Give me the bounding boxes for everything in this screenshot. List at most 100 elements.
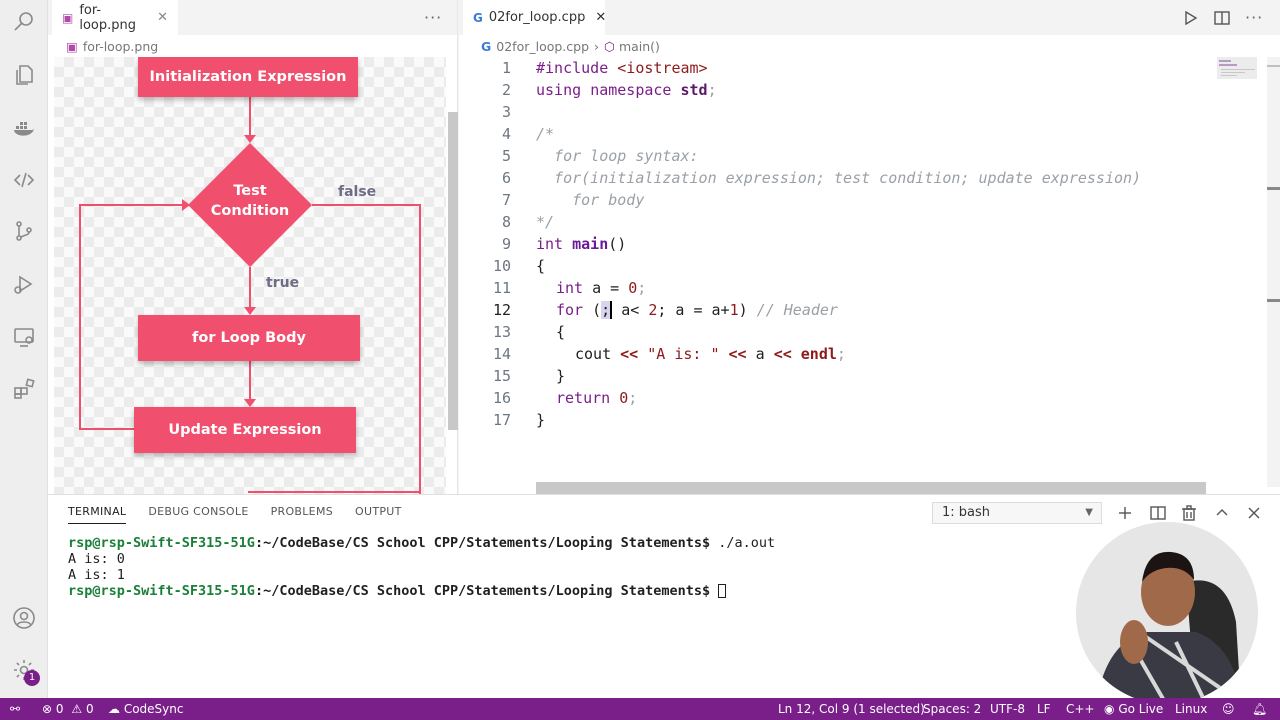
line-number: 4 xyxy=(501,125,511,143)
tab-label: for-loop.png xyxy=(79,2,136,33)
line-number: 6 xyxy=(501,169,511,187)
eol-status[interactable]: LF xyxy=(1037,702,1051,716)
tab-debug-console[interactable]: DEBUG CONSOLE xyxy=(148,505,249,518)
chevron-up-icon[interactable] xyxy=(1213,504,1231,522)
terminal-line: rsp@rsp-Swift-SF315-51G:~/CodeBase/CS Sc… xyxy=(68,583,775,599)
token: 2 xyxy=(648,301,658,319)
settings-badge: 1 xyxy=(24,670,40,686)
tab-02for-loop-cpp[interactable]: G 02for_loop.cpp ✕ xyxy=(463,0,607,35)
problems-status[interactable]: ⊗ 0 ⚠ 0 xyxy=(42,698,94,720)
account-icon[interactable] xyxy=(12,606,36,630)
split-terminal-icon[interactable] xyxy=(1149,504,1167,522)
tab-for-loop-png[interactable]: ▣ for-loop.png ✕ xyxy=(52,0,178,35)
line-number: 2 xyxy=(501,81,511,99)
token: a = xyxy=(583,279,629,297)
source-control-icon[interactable] xyxy=(12,219,36,243)
docker-icon[interactable] xyxy=(12,117,36,141)
more-actions-icon[interactable]: ··· xyxy=(424,8,443,27)
new-terminal-icon[interactable] xyxy=(1116,504,1134,522)
code-line: 13{ xyxy=(459,321,1219,343)
minimap[interactable] xyxy=(1215,57,1267,487)
webcam-overlay xyxy=(1076,522,1258,704)
left-vertical-scrollbar[interactable] xyxy=(448,112,458,430)
run-debug-icon[interactable] xyxy=(12,272,36,296)
prompt-user: rsp@rsp-Swift-SF315-51G xyxy=(68,583,255,599)
files-icon[interactable] xyxy=(12,63,36,87)
flowchart-update-box: Update Expression xyxy=(134,407,356,453)
line-number: 14 xyxy=(492,345,511,363)
code-line: 6 for(initialization expression; test co… xyxy=(459,167,1219,189)
code-icon[interactable] xyxy=(12,168,36,192)
encoding-status[interactable]: UTF-8 xyxy=(990,702,1025,716)
token: cout xyxy=(575,345,621,363)
close-icon[interactable]: ✕ xyxy=(595,10,607,25)
tab-problems[interactable]: PROBLEMS xyxy=(270,505,334,518)
prompt-path: :~/CodeBase/CS School CPP/Statements/Loo… xyxy=(254,535,711,551)
close-icon[interactable]: ✕ xyxy=(157,10,168,25)
chevron-down-icon: ▼ xyxy=(1085,507,1093,518)
go-live-label: Go Live xyxy=(1118,702,1164,716)
terminal-select[interactable]: 1: bash ▼ xyxy=(932,502,1102,524)
token: endl xyxy=(791,345,837,363)
prompt-user: rsp@rsp-Swift-SF315-51G xyxy=(68,535,255,551)
token: ; a = a+ xyxy=(657,301,730,319)
bell-icon[interactable]: 🔔︎ xyxy=(1252,702,1268,716)
codesync-status[interactable]: ☁ CodeSync xyxy=(108,698,183,720)
token: << xyxy=(620,345,639,363)
close-panel-icon[interactable] xyxy=(1245,504,1263,522)
cursor-position[interactable]: Ln 12, Col 9 (1 selected) xyxy=(778,702,925,716)
code-line: 7 for body xyxy=(459,189,1219,211)
bottom-panel: TERMINAL DEBUG CONSOLE PROBLEMS OUTPUT 1… xyxy=(48,494,1280,698)
broadcast-icon: ◉ xyxy=(1104,702,1115,716)
trash-icon[interactable] xyxy=(1180,504,1198,522)
line-number: 10 xyxy=(492,257,511,275)
tab-terminal[interactable]: TERMINAL xyxy=(68,505,127,524)
code-line: 4/* xyxy=(459,123,1219,145)
flowchart-false-label: false xyxy=(338,184,377,200)
line-source: for (; a< 2; a = a+1) // Header xyxy=(556,299,838,321)
cube-symbol-icon: ⬡ xyxy=(604,38,615,54)
editor-vertical-scrollbar[interactable] xyxy=(1267,57,1280,487)
text-selection[interactable]: ; xyxy=(601,301,613,319)
line-source: for(initialization expression; test cond… xyxy=(536,169,1142,187)
more-actions-icon[interactable]: ··· xyxy=(1245,8,1264,27)
feedback-icon[interactable]: ☺ xyxy=(1222,702,1235,716)
search-icon[interactable] xyxy=(12,9,36,33)
line-number: 5 xyxy=(501,147,511,165)
flowchart-init-box: Initialization Expression xyxy=(138,57,358,97)
flowchart-image: Initialization Expression Test Condition… xyxy=(54,57,446,494)
run-icon[interactable] xyxy=(1181,9,1199,27)
image-file-icon: ▣ xyxy=(62,10,74,25)
go-live-status[interactable]: ◉ Go Live xyxy=(1104,698,1163,720)
indentation-status[interactable]: Spaces: 2 xyxy=(923,702,982,716)
split-editor-icon[interactable] xyxy=(1213,9,1231,27)
line-source: { xyxy=(556,323,566,341)
terminal-output[interactable]: rsp@rsp-Swift-SF315-51G:~/CodeBase/CS Sc… xyxy=(68,535,775,599)
line-number: 8 xyxy=(501,213,511,231)
line-source: } xyxy=(556,367,566,385)
breadcrumb-file[interactable]: 02for_loop.cpp xyxy=(496,38,590,54)
breadcrumb-symbol[interactable]: main() xyxy=(618,38,660,54)
token: int xyxy=(536,235,564,253)
error-count: 0 xyxy=(55,702,64,716)
remote-icon[interactable]: ⚯ xyxy=(10,702,21,716)
presenter-image xyxy=(1076,522,1258,704)
token: << xyxy=(773,345,792,363)
tab-label: 02for_loop.cpp xyxy=(488,10,586,25)
flowchart-test-label: Test Condition xyxy=(190,181,310,221)
line-number: 16 xyxy=(492,389,511,407)
language-status[interactable]: C++ xyxy=(1066,702,1095,716)
editor-horizontal-scrollbar[interactable] xyxy=(536,482,1206,494)
breadcrumb-file[interactable]: for-loop.png xyxy=(82,38,159,54)
extensions-icon[interactable] xyxy=(12,377,36,401)
tab-output[interactable]: OUTPUT xyxy=(355,505,402,518)
flowchart-true-label: true xyxy=(266,275,300,291)
cpp-file-icon: G xyxy=(481,38,492,54)
os-status[interactable]: Linux xyxy=(1175,702,1208,716)
token: // Header xyxy=(747,301,838,319)
remote-explorer-icon[interactable] xyxy=(12,325,36,349)
line-number: 11 xyxy=(492,279,511,297)
token: ; xyxy=(637,279,647,297)
token: namespace xyxy=(590,81,672,99)
